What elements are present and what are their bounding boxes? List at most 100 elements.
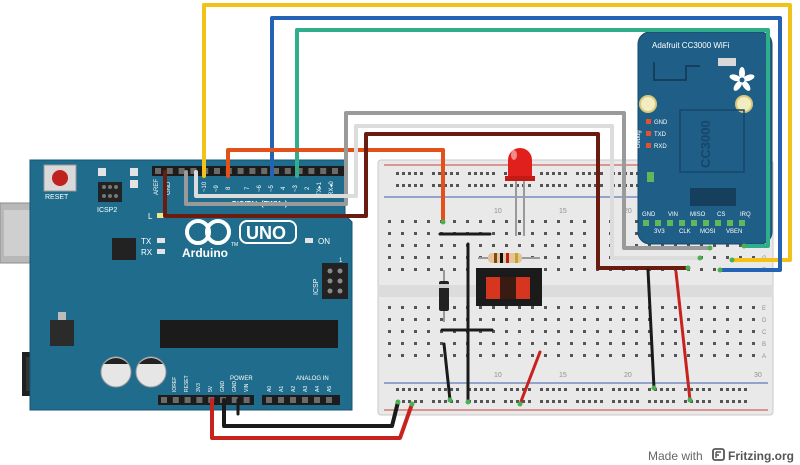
cc3000-chip-outline [679, 109, 745, 173]
terminal-hole [544, 256, 547, 259]
terminal-hole [700, 354, 703, 357]
wifi-pin-label: VIN [668, 212, 678, 218]
terminal-hole [752, 318, 755, 321]
rail-hole [630, 400, 633, 403]
terminal-hole [739, 342, 742, 345]
diode [439, 270, 449, 322]
terminal-hole [726, 342, 729, 345]
rail-hole [588, 400, 591, 403]
rail-hole [414, 388, 417, 391]
rail-hole [564, 400, 567, 403]
terminal-hole [622, 306, 625, 309]
rail-hole [744, 400, 747, 403]
rx-label: RX [141, 248, 153, 257]
terminal-hole [505, 306, 508, 309]
terminal-hole [414, 342, 417, 345]
wifi-module-title: Adafruit CC3000 WiFi [652, 41, 730, 50]
column-number: 15 [559, 372, 567, 379]
header-pin [308, 168, 315, 174]
rail-hole [546, 172, 549, 175]
terminal-hole [388, 330, 391, 333]
terminal-hole [596, 306, 599, 309]
digital-pin-label: ~6 [257, 184, 263, 192]
rail-hole [552, 388, 555, 391]
terminal-hole [609, 354, 612, 357]
terminal-hole [401, 342, 404, 345]
column-number: 10 [494, 208, 502, 215]
terminal-hole [388, 232, 391, 235]
terminal-hole [687, 342, 690, 345]
header-pin [261, 168, 268, 174]
rail-hole [486, 172, 489, 175]
terminal-hole [570, 306, 573, 309]
terminal-hole [440, 244, 443, 247]
rail-hole [654, 400, 657, 403]
wifi-pin-label: MISO [690, 212, 706, 218]
rail-hole [564, 184, 567, 187]
rail-hole [522, 400, 525, 403]
rail-hole [486, 184, 489, 187]
rail-hole [438, 400, 441, 403]
terminal-hole [700, 306, 703, 309]
icsp-header [322, 263, 348, 299]
column-number: 20 [624, 208, 632, 215]
wifi-pin-label: IRQ [740, 212, 751, 218]
rail-hole [600, 388, 603, 391]
terminal-hole [726, 318, 729, 321]
rail-hole [414, 184, 417, 187]
analog-header [262, 395, 340, 405]
rail-hole [480, 388, 483, 391]
rail-hole [696, 400, 699, 403]
rail-hole [648, 400, 651, 403]
bottom-pin-label: GND [232, 381, 238, 393]
rail-hole [594, 184, 597, 187]
row-letter: A [762, 354, 766, 360]
brown-wire [163, 132, 690, 270]
rail-hole [738, 400, 741, 403]
terminal-hole [440, 354, 443, 357]
terminal-hole [492, 232, 495, 235]
terminal-hole [700, 318, 703, 321]
terminal-hole [544, 342, 547, 345]
terminal-hole [648, 354, 651, 357]
rail-hole [684, 388, 687, 391]
digital-pin-label: ~9 [214, 184, 220, 192]
terminal-hole [479, 306, 482, 309]
terminal-hole [518, 354, 521, 357]
rail-hole [726, 400, 729, 403]
rail-hole [396, 388, 399, 391]
wifi-pin-label: 3V3 [654, 229, 665, 235]
digital-pin-label: ~5 [269, 184, 275, 192]
rail-hole [552, 400, 555, 403]
power-label: POWER [230, 376, 253, 382]
digital-pin-label: ~3 [293, 184, 299, 192]
terminal-hole [752, 330, 755, 333]
rail-hole [456, 184, 459, 187]
wifi-pin-label: MOSI [700, 229, 716, 235]
header-pin [296, 168, 303, 174]
terminal-hole [635, 244, 638, 247]
terminal-hole [492, 306, 495, 309]
terminal-hole [518, 232, 521, 235]
terminal-hole [492, 244, 495, 247]
fritzing-brand[interactable]: Fritzing.org [728, 449, 794, 463]
header-pin [278, 397, 284, 403]
debug-pad [646, 119, 651, 124]
row-letter: B [762, 342, 766, 348]
rail-hole [402, 388, 405, 391]
black-wire-4 [442, 342, 452, 402]
terminal-hole [596, 318, 599, 321]
gnd-label: GND [166, 181, 172, 195]
digital-pin-label: 8 [226, 186, 232, 190]
terminal-hole [635, 220, 638, 223]
rail-hole [480, 184, 483, 187]
rail-hole [504, 400, 507, 403]
terminal-hole [414, 318, 417, 321]
terminal-hole [557, 354, 560, 357]
terminal-hole [635, 342, 638, 345]
terminal-hole [466, 220, 469, 223]
rail-hole [480, 172, 483, 175]
blue-wire [270, 16, 782, 272]
rail-hole [486, 388, 489, 391]
rail-hole [540, 184, 543, 187]
